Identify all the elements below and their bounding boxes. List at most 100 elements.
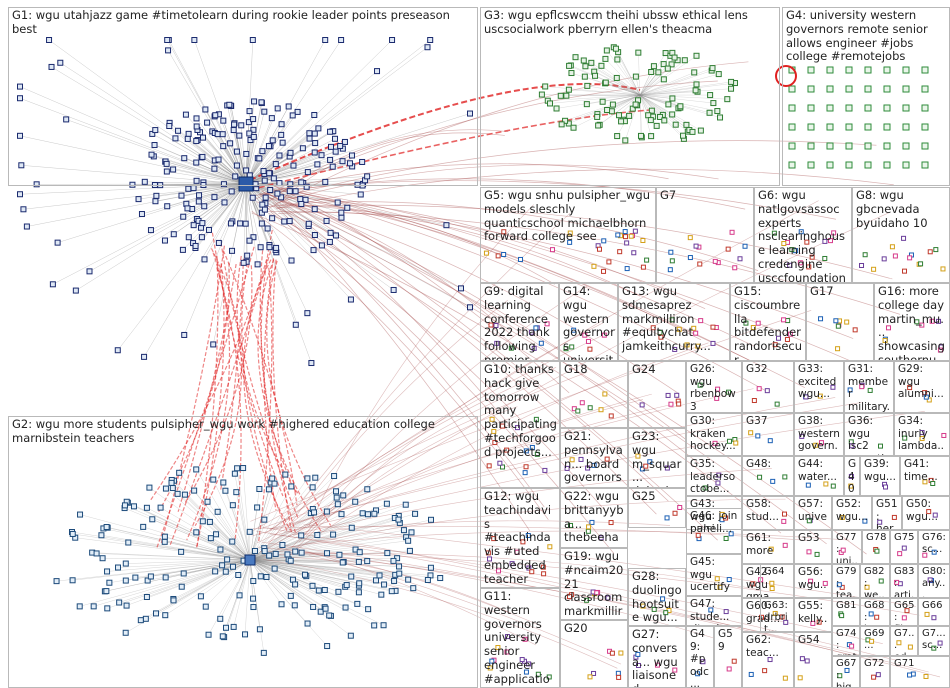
group-box-g37: G37 (742, 413, 794, 456)
node-g1 (18, 192, 23, 197)
group-box-g32: G32 (742, 361, 794, 413)
node-g1 (142, 354, 147, 359)
group-box-g67: G67: high... (832, 656, 860, 688)
group-box-g78: G78 (862, 530, 890, 564)
node-g1 (306, 221, 311, 226)
group-box-g82: G82: we... (860, 564, 890, 598)
group-label-g15: G15: ciscoumbrella bitdefender randorise… (734, 285, 803, 361)
node-g1 (206, 227, 211, 232)
group-label-g28: G28: duolingo hootsuite wgu... (632, 570, 683, 625)
group-label-g59: G59 (718, 628, 739, 653)
group-box-g68: G68: bo... (860, 598, 890, 626)
node-g1 (444, 223, 449, 228)
group-label-g8: G8: wgu gbcnevada byuidaho 10 (856, 189, 947, 230)
group-label-g17: G17 (810, 285, 871, 299)
group-label-g49: G49: #podc... week (690, 628, 711, 688)
node-g1 (287, 219, 292, 224)
group-box-g1: G1: wgu utahjazz game #timetolearn durin… (8, 7, 478, 186)
group-box-g47: G47: stude... ritawi... (686, 596, 742, 626)
group-box-g72: G72 (860, 656, 890, 688)
node-g1 (324, 218, 329, 223)
node-g1 (228, 221, 233, 226)
group-label-g10: G10: thanks hack give tomorrow many part… (484, 363, 557, 460)
node-g1 (115, 348, 120, 353)
node-g1 (243, 221, 248, 226)
group-label-g35: G35: leadersoctobe... (690, 458, 739, 496)
node-g1 (262, 207, 267, 212)
group-label-g20: G20 (564, 622, 625, 636)
group-box-g64: G64 (760, 564, 794, 598)
group-box-g28: G28: duolingo hootsuite wgu... (628, 568, 686, 626)
group-label-g37: G37 (746, 415, 791, 428)
group-box-g15: G15: ciscoumbrella bitdefender randorise… (730, 283, 806, 361)
group-box-g40: G40 (844, 456, 860, 496)
group-label-g50: G50: wgu... (906, 498, 947, 523)
group-box-g9: G9: digital learning conference 2022 tha… (480, 283, 559, 361)
node-g1 (165, 204, 170, 209)
group-label-g38: G38: western govern... (798, 415, 841, 456)
group-label-g32: G32 (746, 363, 791, 376)
group-box-g18: G18 (560, 361, 628, 428)
group-box-g26: G26: wgu rbenbow3 reelurba... (686, 361, 742, 413)
node-g1 (191, 186, 196, 191)
group-box-g17: G17 (806, 283, 874, 361)
node-g1 (298, 197, 303, 202)
node-g1 (312, 233, 317, 238)
group-box-g12: G12: wgu teachindavis #teachindavis #ute… (480, 488, 560, 588)
group-box-g5: G5: wgu snhu pulsipher_wgu models slesch… (480, 187, 656, 283)
node-g1 (270, 216, 275, 221)
node-g1 (293, 322, 298, 327)
group-label-g53: G53 (798, 532, 829, 545)
group-box-g16: G16: more college day martin_mu... showc… (874, 283, 950, 361)
group-label-g61: G61: more (746, 532, 791, 557)
group-box-g19: G19: wgu #ncaim2021 classroom markmillir… (560, 548, 628, 620)
node-g1 (162, 238, 167, 243)
group-label-g80: G80: any... (922, 566, 947, 598)
group-box-g49: G49: #podc... week (686, 626, 714, 688)
group-box-g25: G25 (628, 488, 686, 528)
group-box-g69: G69... (860, 626, 890, 656)
group-label-g66: G66 (922, 600, 947, 612)
group-label-g46: G46: join paneli... (690, 510, 739, 535)
node-g1 (305, 311, 310, 316)
node-g1 (245, 253, 250, 258)
group-label-g23: G23: wgu m_squar... debralca... texasbuc… (632, 430, 683, 488)
group-box-g22: G22: wgu brittanyyba... thebeeham... chr… (560, 488, 628, 548)
group-label-g79: G79: tea... (836, 566, 857, 598)
node-g1 (238, 221, 243, 226)
node-g1 (181, 214, 186, 219)
group-label-g39: G39: wgu... (864, 458, 897, 483)
group-label-g72: G72 (864, 658, 887, 670)
node-g1 (263, 195, 268, 200)
group-box-g4: G4: university western governors remote … (782, 7, 950, 186)
node-g1 (287, 189, 292, 194)
group-label-g71: G71 (894, 658, 947, 670)
group-box-g70: G7... ed... (890, 626, 918, 656)
group-box-g53: G53 (794, 530, 832, 564)
group-box-g74: G74: grat... (832, 626, 860, 656)
node-g1 (73, 288, 78, 293)
group-box-g56: G56: wgu... (794, 564, 832, 598)
node-g1 (222, 200, 227, 205)
group-box-g30: G30: kraken hockey... (686, 413, 742, 456)
node-g1 (255, 262, 260, 267)
node-g1 (250, 195, 255, 200)
group-label-g13: G13: wgu sdmesaprez markmilliron #equity… (622, 285, 727, 354)
group-box-g44: G44: water... (794, 456, 844, 496)
node-g1 (180, 247, 185, 252)
node-g1 (153, 199, 158, 204)
node-g1 (202, 204, 207, 209)
group-box-g20: G20 (560, 620, 628, 688)
node-g1 (191, 223, 196, 228)
group-label-g47: G47: stude... ritawi... (690, 598, 739, 626)
group-label-g78: G78 (866, 532, 887, 544)
group-box-g14: G14: wgu western governors university th… (559, 283, 618, 361)
group-box-g38: G38: western govern... (794, 413, 844, 456)
group-box-g23: G23: wgu m_squar... debralca... texasbuc… (628, 428, 686, 488)
group-box-g48: G48: (742, 456, 794, 496)
group-box-g27: G27: conversa... wgu liaisoned... (628, 626, 686, 688)
node-g1 (193, 243, 198, 248)
node-g1 (309, 361, 314, 366)
group-box-g35: G35: leadersoctobe... (686, 456, 742, 496)
group-label-g30: G30: kraken hockey... (690, 415, 739, 453)
